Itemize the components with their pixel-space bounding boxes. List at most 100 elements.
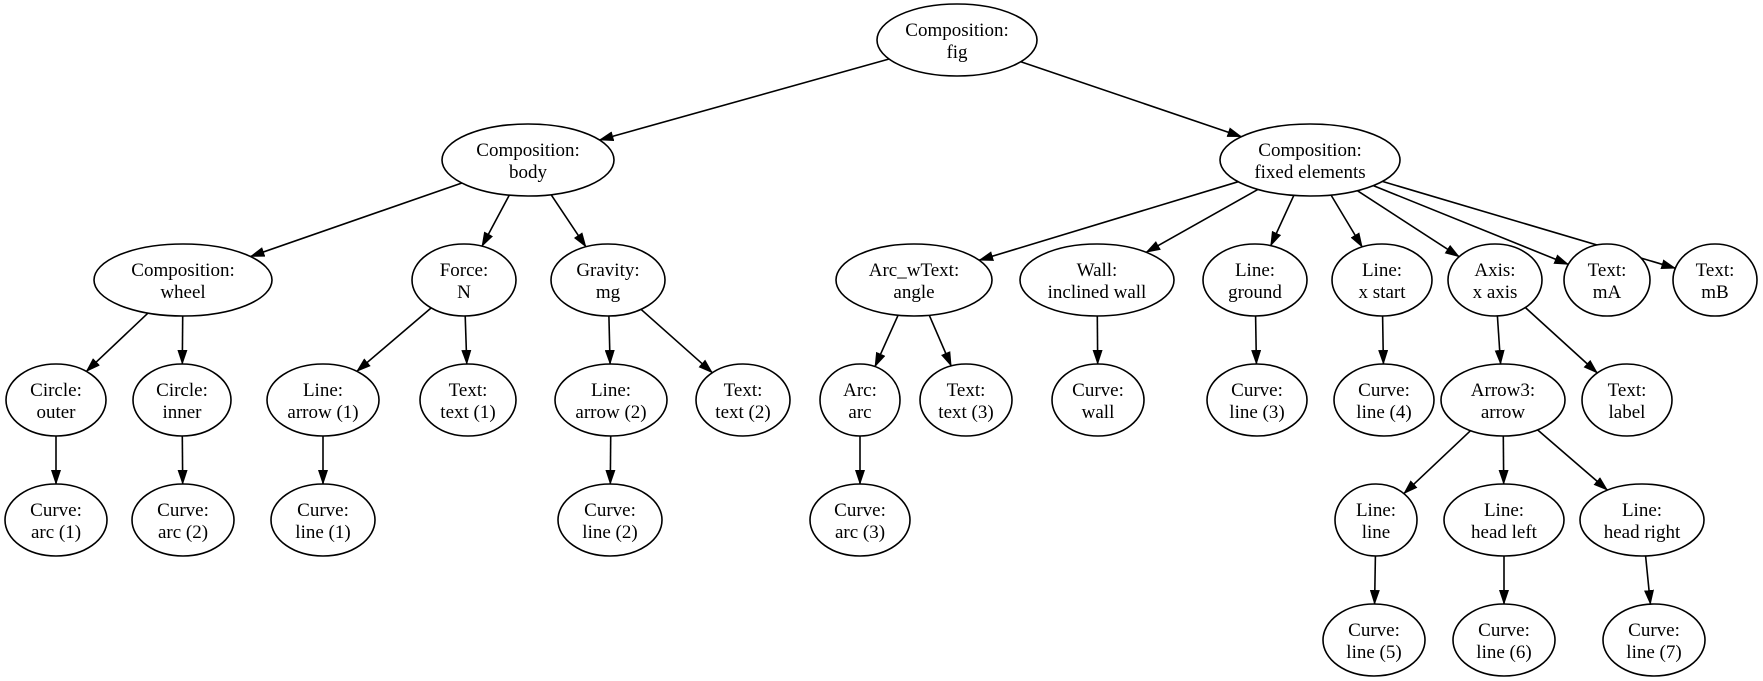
node-ellipse-mB <box>1672 243 1758 317</box>
node-ellipse-headright <box>1579 483 1705 557</box>
tree-edge-arrow3-lineline <box>1403 430 1472 495</box>
node-ellipse-cline2 <box>557 483 663 557</box>
tree-node-xstart: Line:x start <box>1331 243 1433 317</box>
node-label-type: Force: <box>440 260 489 281</box>
tree-edge-lineline-line5 <box>1369 555 1380 605</box>
tree-node-cline1: Curve:line (1) <box>270 483 376 557</box>
node-label-name: x start <box>1359 282 1407 303</box>
tree-node-line6: Curve:line (6) <box>1452 603 1556 677</box>
node-label-type: Composition: <box>1258 140 1361 161</box>
node-label-name: mA <box>1593 282 1622 303</box>
node-label-type: Curve: <box>157 500 209 521</box>
tree-node-text3: Text:text (3) <box>919 363 1013 437</box>
tree-edge-fixed-axis <box>1356 189 1460 258</box>
node-label-type: Curve: <box>297 500 349 521</box>
node-label-type: Text: <box>724 380 763 401</box>
node-label-type: Text: <box>947 380 986 401</box>
node-label-type: Curve: <box>1628 620 1680 641</box>
node-label-name: x axis <box>1473 282 1518 303</box>
tree-edge-wheel-outer <box>85 312 149 373</box>
node-label-type: Curve: <box>1348 620 1400 641</box>
node-label-name: line (7) <box>1626 642 1681 663</box>
tree-edge-forceN-arrow1 <box>356 307 432 372</box>
tree-edge-fixed-xstart <box>1330 194 1363 248</box>
node-label-name: body <box>509 162 548 183</box>
node-label-type: Curve: <box>1358 380 1410 401</box>
node-label-type: Composition: <box>905 20 1008 41</box>
tree-node-line7: Curve:line (7) <box>1602 603 1706 677</box>
node-label-name: line (2) <box>582 522 637 543</box>
node-label-type: Wall: <box>1077 260 1118 281</box>
nodes-layer: Composition:figComposition:bodyCompositi… <box>4 3 1758 677</box>
node-ellipse-fixed <box>1219 123 1401 197</box>
node-ellipse-forceN <box>411 243 517 317</box>
tree-node-arc3: Curve:arc (3) <box>809 483 911 557</box>
node-ellipse-arcwtext <box>835 243 993 317</box>
node-label-type: Text: <box>449 380 488 401</box>
node-ellipse-line6 <box>1452 603 1556 677</box>
node-label-type: Arc_wText: <box>869 260 959 281</box>
node-label-name: N <box>457 282 471 303</box>
tree-edge-gravity-arrow2 <box>604 315 615 365</box>
tree-edge-axis-labelnode <box>1524 306 1599 374</box>
node-ellipse-wheel <box>93 243 273 317</box>
tree-node-curvewall: Curve:wall <box>1051 363 1145 437</box>
node-ellipse-fig <box>876 3 1038 77</box>
node-label-type: Curve: <box>1478 620 1530 641</box>
node-ellipse-arc1 <box>4 483 108 557</box>
tree-edge-body-wheel <box>249 182 463 258</box>
tree-node-text1: Text:text (1) <box>419 363 517 437</box>
tree-node-headleft: Line:head left <box>1443 483 1565 557</box>
node-label-name: line <box>1362 522 1391 543</box>
tree-node-mB: Text:mB <box>1672 243 1758 317</box>
node-ellipse-line3 <box>1206 363 1308 437</box>
node-ellipse-text3 <box>919 363 1013 437</box>
tree-edge-forceN-text1 <box>461 315 472 365</box>
tree-node-labelnode: Text:label <box>1581 363 1673 437</box>
node-label-type: Circle: <box>30 380 82 401</box>
tree-edge-fixed-mA <box>1373 184 1570 266</box>
tree-edge-arrow3-headright <box>1537 429 1609 491</box>
node-ellipse-line5 <box>1322 603 1426 677</box>
tree-node-lineline: Line:line <box>1334 483 1418 557</box>
node-ellipse-text1 <box>419 363 517 437</box>
node-label-type: Composition: <box>476 140 579 161</box>
node-label-type: Composition: <box>131 260 234 281</box>
node-ellipse-arc2 <box>131 483 235 557</box>
node-label-type: Line: <box>591 380 631 401</box>
node-ellipse-wall <box>1019 243 1175 317</box>
node-label-type: Arc: <box>843 380 877 401</box>
tree-node-arcwtext: Arc_wText:angle <box>835 243 993 317</box>
node-label-name: head left <box>1471 522 1538 543</box>
node-ellipse-arc3 <box>809 483 911 557</box>
tree-node-wheel: Composition:wheel <box>93 243 273 317</box>
node-ellipse-ground <box>1202 243 1308 317</box>
tree-edge-fig-body <box>598 58 890 142</box>
node-label-name: line (5) <box>1346 642 1401 663</box>
tree-node-forceN: Force:N <box>411 243 517 317</box>
tree-edge-xstart-line4 <box>1378 315 1389 365</box>
node-label-type: Curve: <box>584 500 636 521</box>
node-label-type: Text: <box>1608 380 1647 401</box>
node-label-name: wall <box>1082 402 1115 423</box>
tree-node-arc2: Curve:arc (2) <box>131 483 235 557</box>
node-label-type: Curve: <box>1231 380 1283 401</box>
tree-edge-axis-arrow3 <box>1494 315 1505 365</box>
node-label-name: ground <box>1228 282 1282 303</box>
node-label-name: arrow (2) <box>575 402 646 423</box>
node-label-name: fixed elements <box>1254 162 1365 183</box>
tree-edge-arcwtext-text3 <box>928 314 952 367</box>
node-ellipse-outer <box>5 363 107 437</box>
node-label-name: arrow (1) <box>287 402 358 423</box>
node-label-name: line (4) <box>1356 402 1411 423</box>
node-ellipse-arcarc <box>819 363 901 437</box>
node-label-type: Line: <box>1484 500 1524 521</box>
node-label-name: label <box>1609 402 1646 423</box>
tree-node-line4: Curve:line (4) <box>1333 363 1435 437</box>
tree-node-arrow3: Arrow3:arrow <box>1440 363 1566 437</box>
node-label-name: inner <box>162 402 202 423</box>
tree-node-gravity: Gravity:mg <box>550 243 666 317</box>
node-label-name: text (2) <box>715 402 770 423</box>
tree-node-arrow1: Line:arrow (1) <box>266 363 380 437</box>
node-ellipse-line4 <box>1333 363 1435 437</box>
